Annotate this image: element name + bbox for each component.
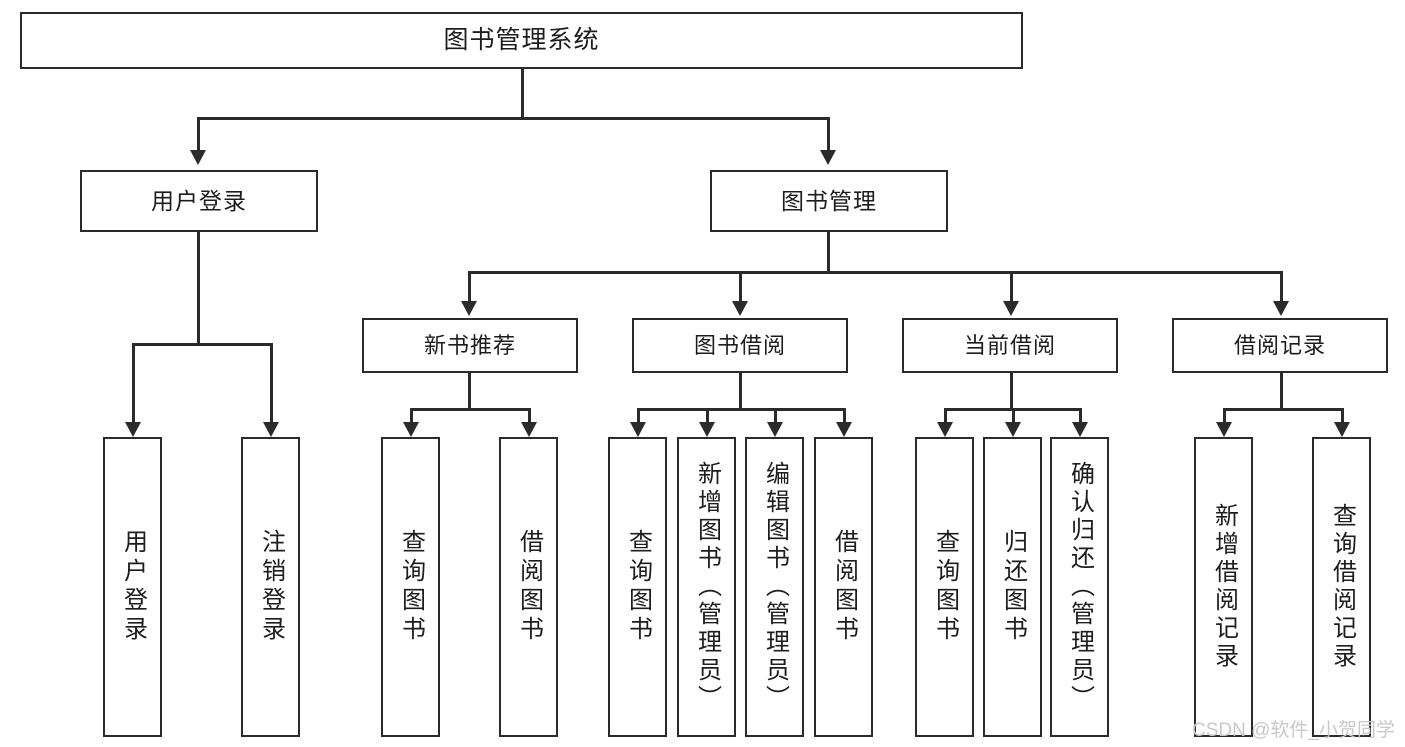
- leaf-book-borrow-0[interactable]: 查询图书: [608, 437, 667, 737]
- arrow-new-book-rec-to-leaf-0: [403, 422, 419, 437]
- connector-book-borrow-to-leaf-3: [843, 408, 846, 422]
- connector-borrow-record-bus: [1223, 408, 1341, 411]
- node-current-borrow[interactable]: 当前借阅: [902, 318, 1118, 373]
- connector-borrow-record-to-leaf-0: [1223, 408, 1226, 422]
- connector-new-book-rec-bus: [410, 408, 528, 411]
- connector-borrow-record-to-leaf-1: [1341, 408, 1344, 422]
- leaf-new-book-rec-1[interactable]: 借阅图书: [499, 437, 558, 737]
- node-root-system[interactable]: 图书管理系统: [20, 12, 1023, 69]
- node-label: 借阅记录: [1233, 332, 1326, 358]
- leaf-current-borrow-2[interactable]: 确认归还（管理员）: [1050, 437, 1109, 737]
- arrow-book-manage-to-borrow-record: [1273, 301, 1289, 316]
- leaf-label: 借阅图书: [830, 529, 858, 645]
- connector-current-borrow-to-leaf-2: [1079, 408, 1082, 422]
- arrow-book-manage-to-current-borrow: [1003, 301, 1019, 316]
- leaf-new-book-rec-0[interactable]: 查询图书: [381, 437, 440, 737]
- leaf-label: 查询图书: [624, 529, 652, 645]
- connector-book-borrow-bus: [637, 408, 843, 411]
- leaf-user-login-0[interactable]: 用户登录: [103, 437, 162, 737]
- leaf-label: 查询图书: [931, 529, 959, 645]
- arrow-book-borrow-to-leaf-1: [699, 422, 715, 437]
- leaf-book-borrow-3[interactable]: 借阅图书: [814, 437, 873, 737]
- leaf-user-login-1[interactable]: 注销登录: [241, 437, 300, 737]
- connector-root-stem: [521, 69, 524, 117]
- connector-current-borrow-bus: [944, 408, 1079, 411]
- leaf-label: 归还图书: [999, 529, 1027, 645]
- node-label: 用户登录: [151, 187, 247, 214]
- connector-book-borrow-to-leaf-1: [706, 408, 709, 422]
- leaf-label: 查询图书: [397, 529, 425, 645]
- leaf-label: 借阅图书: [515, 529, 543, 645]
- connector-new-book-rec-stem: [468, 373, 471, 408]
- arrow-user-login-to-leaf-0: [125, 422, 141, 437]
- arrow-book-borrow-to-leaf-0: [630, 422, 646, 437]
- leaf-label: 新增图书（管理员）: [693, 461, 721, 713]
- node-borrow-record[interactable]: 借阅记录: [1172, 318, 1388, 373]
- connector-current-borrow-stem: [1010, 373, 1013, 408]
- connector-book-manage-to-borrow-record: [1280, 271, 1283, 303]
- arrow-borrow-record-to-leaf-0: [1216, 422, 1232, 437]
- arrow-book-manage-to-book-borrow: [732, 301, 748, 316]
- leaf-borrow-record-1[interactable]: 查询借阅记录: [1312, 437, 1371, 737]
- leaf-label: 编辑图书（管理员）: [761, 461, 789, 713]
- arrow-current-borrow-to-leaf-0: [937, 422, 953, 437]
- arrow-book-borrow-to-leaf-2: [767, 422, 783, 437]
- connector-current-borrow-to-leaf-1: [1012, 408, 1015, 422]
- leaf-label: 确认归还（管理员）: [1066, 461, 1094, 713]
- connector-root-bus: [197, 117, 829, 120]
- node-label: 当前借阅: [963, 332, 1056, 358]
- connector-book-manage-stem: [827, 232, 830, 271]
- node-label: 图书管理系统: [443, 26, 600, 55]
- leaf-current-borrow-1[interactable]: 归还图书: [983, 437, 1042, 737]
- leaf-borrow-record-0[interactable]: 新增借阅记录: [1194, 437, 1253, 737]
- connector-root-to-book-manage: [827, 117, 830, 150]
- connector-book-borrow-to-leaf-2: [774, 408, 777, 422]
- node-book-borrow[interactable]: 图书借阅: [632, 318, 848, 373]
- connector-user-login-to-leaf-1: [270, 343, 273, 422]
- connector-user-login-bus: [132, 343, 270, 346]
- node-user-login[interactable]: 用户登录: [80, 170, 318, 232]
- connector-book-manage-to-book-borrow: [739, 271, 742, 303]
- arrow-book-borrow-to-leaf-3: [836, 422, 852, 437]
- leaf-book-borrow-1[interactable]: 新增图书（管理员）: [677, 437, 736, 737]
- leaf-label: 查询借阅记录: [1328, 503, 1356, 671]
- node-label: 新书推荐: [423, 332, 516, 358]
- node-label: 图书借阅: [693, 332, 786, 358]
- leaf-label: 用户登录: [119, 529, 147, 645]
- connector-book-manage-to-current-borrow: [1010, 271, 1013, 303]
- node-book-manage[interactable]: 图书管理: [710, 170, 948, 232]
- connector-book-manage-bus: [468, 271, 1282, 274]
- leaf-label: 注销登录: [257, 529, 285, 645]
- connector-borrow-record-stem: [1280, 373, 1283, 408]
- arrow-book-manage-to-new-book-rec: [461, 301, 477, 316]
- connector-book-borrow-to-leaf-0: [637, 408, 640, 422]
- arrow-borrow-record-to-leaf-1: [1334, 422, 1350, 437]
- connector-new-book-rec-to-leaf-1: [528, 408, 531, 422]
- arrow-current-borrow-to-leaf-1: [1005, 422, 1021, 437]
- leaf-current-borrow-0[interactable]: 查询图书: [915, 437, 974, 737]
- arrow-user-login-to-leaf-1: [263, 422, 279, 437]
- connector-current-borrow-to-leaf-0: [944, 408, 947, 422]
- node-new-book-rec[interactable]: 新书推荐: [362, 318, 578, 373]
- arrow-root-to-book-manage: [820, 150, 836, 165]
- connector-user-login-stem: [197, 232, 200, 343]
- connector-book-borrow-stem: [739, 373, 742, 408]
- arrow-root-to-user-login: [190, 150, 206, 165]
- node-label: 图书管理: [781, 187, 877, 214]
- leaf-label: 新增借阅记录: [1210, 503, 1238, 671]
- connector-user-login-to-leaf-0: [132, 343, 135, 422]
- arrow-current-borrow-to-leaf-2: [1072, 422, 1088, 437]
- connector-root-to-user-login: [197, 117, 200, 150]
- leaf-book-borrow-2[interactable]: 编辑图书（管理员）: [745, 437, 804, 737]
- connector-new-book-rec-to-leaf-0: [410, 408, 413, 422]
- arrow-new-book-rec-to-leaf-1: [521, 422, 537, 437]
- connector-book-manage-to-new-book-rec: [468, 271, 471, 303]
